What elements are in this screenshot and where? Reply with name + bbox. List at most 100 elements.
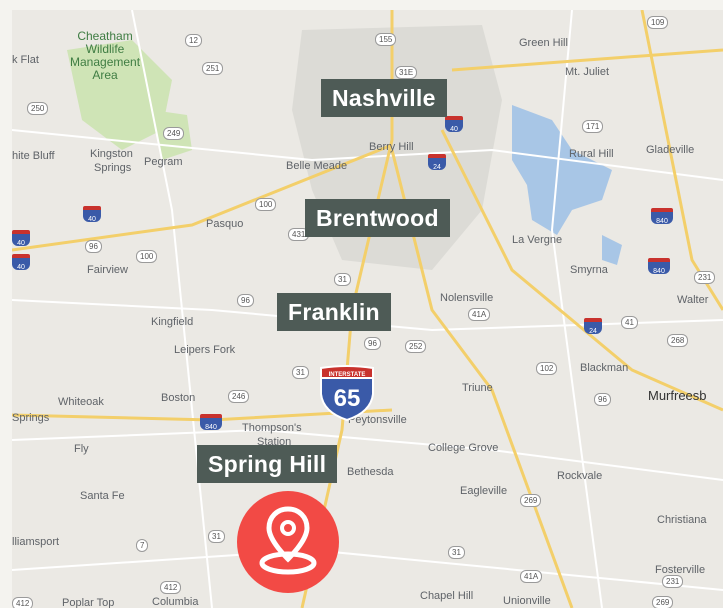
place-label: Santa Fe xyxy=(80,490,125,502)
place-label: Rural Hill xyxy=(569,148,614,160)
route-shield: 269 xyxy=(520,494,542,507)
route-shield: 250 xyxy=(27,102,49,115)
place-label: Nolensville xyxy=(440,292,494,304)
place-label: Chapel Hill xyxy=(420,590,474,602)
route-shield: 231 xyxy=(662,575,684,588)
interstate-shield: 24 xyxy=(428,154,446,171)
place-label: Peytonsville xyxy=(348,414,407,426)
place-label: Springs xyxy=(12,412,50,424)
route-shield: 12 xyxy=(185,34,202,47)
place-label: k Flat xyxy=(12,54,39,66)
interstate-65-shield: INTERSTATE 65 xyxy=(317,364,377,427)
place-label: Bethesda xyxy=(347,466,394,478)
route-shield: 31 xyxy=(292,366,309,379)
place-label: Boston xyxy=(161,392,196,404)
place-label: Thompson's xyxy=(242,422,302,434)
route-shield: 41 xyxy=(621,316,638,329)
route-shield: 155 xyxy=(375,33,397,46)
route-shield: 41A xyxy=(468,308,491,321)
park-label-line: Management xyxy=(70,55,141,69)
route-shield: 269 xyxy=(652,596,674,608)
route-shield: 96 xyxy=(364,337,381,350)
place-label: Smyrna xyxy=(570,264,608,276)
interstate-shield: 40 xyxy=(445,116,463,133)
place-label: Christiana xyxy=(657,514,707,526)
route-shield: 100 xyxy=(255,198,277,211)
city-label-nashville[interactable]: Nashville xyxy=(321,79,447,117)
route-shield: 31 xyxy=(334,273,351,286)
i65-top-text: INTERSTATE xyxy=(329,372,366,378)
place-label: Springs xyxy=(94,162,132,174)
route-shield: 102 xyxy=(536,362,558,375)
route-shield: 96 xyxy=(85,240,102,253)
place-label: Mt. Juliet xyxy=(565,66,610,78)
place-label: Unionville xyxy=(503,595,551,607)
place-label: lliamsport xyxy=(12,536,60,548)
map-canvas[interactable]: Cheatham Wildlife Management Area k Flat… xyxy=(12,10,723,608)
route-shield: 412 xyxy=(12,597,34,608)
lake xyxy=(602,235,622,265)
place-label: Fosterville xyxy=(655,564,706,576)
place-label: Pasquo xyxy=(206,218,244,230)
route-shield: 251 xyxy=(202,62,224,75)
place-label: Leipers Fork xyxy=(174,344,236,356)
interstate-shield: 40 xyxy=(12,254,30,271)
route-shield: 171 xyxy=(582,120,604,133)
interstate-shield: 24 xyxy=(584,318,602,335)
city-label-brentwood[interactable]: Brentwood xyxy=(305,199,450,237)
city-label-franklin[interactable]: Franklin xyxy=(277,293,391,331)
route-shield: 31 xyxy=(208,530,225,543)
interstate-shield-icon: INTERSTATE 65 xyxy=(320,365,374,422)
place-label: Whiteoak xyxy=(58,396,104,408)
route-shield: 246 xyxy=(228,390,250,403)
route-shield: 31 xyxy=(448,546,465,559)
route-shield: 41A xyxy=(520,570,543,583)
park-area xyxy=(67,40,172,150)
route-shield: 252 xyxy=(405,340,427,353)
city-label-spring-hill[interactable]: Spring Hill xyxy=(197,445,338,483)
route-shield: 412 xyxy=(160,581,182,594)
place-label: Berry Hill xyxy=(369,141,414,153)
place-label: College Grove xyxy=(428,442,499,454)
interstate-shield: 840 xyxy=(651,208,673,225)
route-shield: 109 xyxy=(647,16,669,29)
route-shield: 100 xyxy=(136,250,158,263)
interstate-shield: 40 xyxy=(12,230,30,247)
place-label: Fairview xyxy=(87,264,128,276)
route-shield: 31E xyxy=(395,66,418,79)
route-shield: 231 xyxy=(694,271,716,284)
route-shield: 96 xyxy=(594,393,611,406)
place-label: Kingston xyxy=(90,148,133,160)
location-pin-icon xyxy=(259,506,317,575)
place-label: Kingfield xyxy=(151,316,194,328)
i65-number: 65 xyxy=(334,385,361,412)
route-shield: 268 xyxy=(667,334,689,347)
place-label: Fly xyxy=(74,443,89,455)
lake xyxy=(512,105,612,235)
place-label: Columbia xyxy=(152,596,199,608)
location-marker[interactable] xyxy=(237,491,339,593)
place-label: Rockvale xyxy=(557,470,603,482)
interstate-shield: 840 xyxy=(648,258,670,275)
place-label: La Vergne xyxy=(512,234,563,246)
place-label: Murfreesb xyxy=(648,388,707,403)
park-label-line: Cheatham xyxy=(77,29,133,43)
interstate-shield: 840 xyxy=(200,414,222,431)
park-label-cheatham: Cheatham Wildlife Management Area xyxy=(70,30,140,82)
place-label: Blackman xyxy=(580,362,629,374)
route-shield: 96 xyxy=(237,294,254,307)
place-label: Eagleville xyxy=(460,485,508,497)
park-label-line: Wildlife xyxy=(85,42,125,56)
place-label: Poplar Top xyxy=(62,597,115,608)
route-shield: 249 xyxy=(163,127,185,140)
place-label: Pegram xyxy=(144,156,183,168)
park-label-line: Area xyxy=(92,68,118,82)
place-label: hite Bluff xyxy=(12,150,55,162)
place-label: Gladeville xyxy=(646,144,695,156)
place-label: Green Hill xyxy=(519,37,568,49)
place-label: Walter xyxy=(677,294,709,306)
place-label: Belle Meade xyxy=(286,160,348,172)
route-shield: 7 xyxy=(136,539,149,552)
place-label: Triune xyxy=(462,382,493,394)
interstate-shield: 40 xyxy=(83,206,101,223)
